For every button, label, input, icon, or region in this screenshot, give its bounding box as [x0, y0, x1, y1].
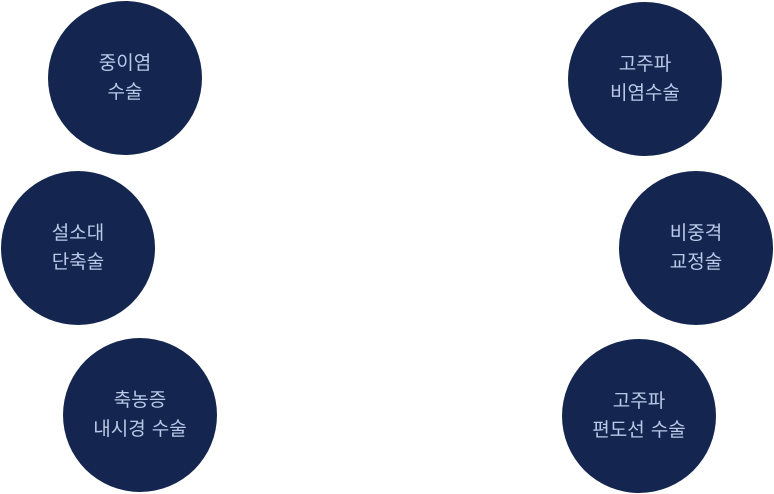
radiofrequency-rhinitis-surgery-button[interactable]: 고주파 비염수술 [568, 2, 722, 156]
procedure-label-line1: 비중격 [669, 222, 723, 244]
procedure-label-line2: 수술 [107, 81, 143, 103]
radiofrequency-tonsil-surgery-button[interactable]: 고주파 편도선 수술 [562, 339, 716, 493]
procedure-label-line1: 중이염 [98, 52, 152, 74]
procedure-label-line1: 고주파 [612, 390, 666, 412]
procedure-label-line1: 축농증 [113, 389, 167, 411]
procedure-label-line2: 단축술 [51, 251, 105, 273]
sinusitis-endoscopic-surgery-button[interactable]: 축농증 내시경 수술 [63, 338, 217, 492]
septoplasty-button[interactable]: 비중격 교정술 [619, 171, 773, 325]
frenectomy-button[interactable]: 설소대 단축술 [1, 171, 155, 325]
procedure-label-line2: 교정술 [669, 251, 723, 273]
procedure-label-line1: 고주파 [618, 53, 672, 75]
otitis-media-surgery-button[interactable]: 중이염 수술 [48, 1, 202, 155]
procedure-label-line1: 설소대 [51, 222, 105, 244]
procedure-label-line2: 편도선 수술 [592, 419, 686, 441]
procedure-label-line2: 내시경 수술 [93, 418, 187, 440]
procedure-label-line2: 비염수술 [610, 82, 680, 104]
